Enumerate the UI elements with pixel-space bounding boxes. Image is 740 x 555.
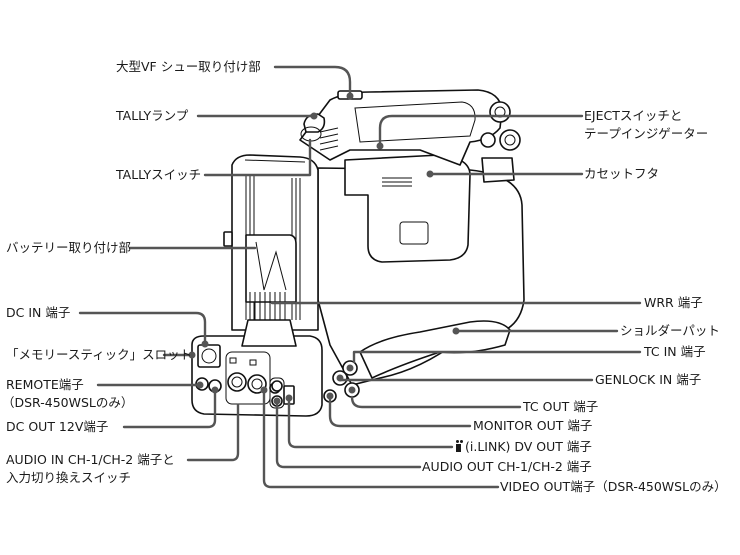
label-tally-lamp: TALLYランプ: [116, 108, 189, 123]
label-tc-in: TC IN 端子: [644, 344, 706, 359]
label-remote: REMOTE端子: [6, 377, 84, 392]
leader-dc-out: [122, 388, 217, 429]
camcorder-illustration: [191, 89, 525, 417]
leader-audio-in: [186, 403, 240, 462]
label-dc-in: DC IN 端子: [6, 305, 71, 320]
leader-lines: [78, 65, 642, 489]
label-remote-note: （DSR-450WSLのみ）: [2, 395, 134, 410]
label-cassette-lid: カセットフタ: [584, 166, 660, 181]
label-ilink-dv-out: (i.LINK) DV OUT 端子: [455, 439, 592, 454]
leader-tally-switch: [203, 138, 312, 177]
label-dc-out: DC OUT 12V端子: [6, 419, 109, 434]
label-audio-out: AUDIO OUT CH-1/CH-2 端子: [422, 459, 592, 474]
label-shoulder-pad: ショルダーパット: [620, 323, 720, 338]
leader-tc-in: [352, 350, 642, 364]
label-video-out: VIDEO OUT端子（DSR-450WSLのみ）: [500, 479, 727, 494]
label-tape-indicator: テープインジゲーター: [584, 126, 709, 141]
leader-video-out: [262, 390, 500, 489]
leader-monitor-out: [328, 396, 472, 428]
label-vf-shoe: 大型VF シュー取り付け部: [116, 59, 261, 74]
ilink-icon: [455, 440, 464, 452]
label-battery-mount: バッテリー取り付け部: [6, 240, 132, 255]
leader-vf-shoe: [273, 65, 352, 97]
leader-audio-out: [275, 403, 422, 469]
label-memory-stick-slot: 「メモリースティック」スロット: [6, 347, 193, 362]
label-ilink-text: (i.LINK) DV OUT 端子: [465, 439, 592, 454]
label-tally-switch: TALLYスイッチ: [116, 167, 202, 182]
label-eject: EJECTスイッチと: [584, 108, 683, 123]
label-monitor-out: MONITOR OUT 端子: [473, 418, 593, 433]
leader-ilink: [287, 398, 454, 449]
label-audio-in: AUDIO IN CH-1/CH-2 端子と: [6, 452, 175, 467]
label-genlock-in: GENLOCK IN 端子: [595, 372, 702, 387]
label-tc-out: TC OUT 端子: [523, 399, 599, 414]
label-wrr: WRR 端子: [644, 295, 703, 310]
label-audio-in-switch: 入力切り換えスイッチ: [6, 470, 132, 485]
leader-eject: [378, 114, 584, 147]
leader-dc-in: [78, 311, 207, 346]
leader-tc-out: [350, 395, 522, 409]
